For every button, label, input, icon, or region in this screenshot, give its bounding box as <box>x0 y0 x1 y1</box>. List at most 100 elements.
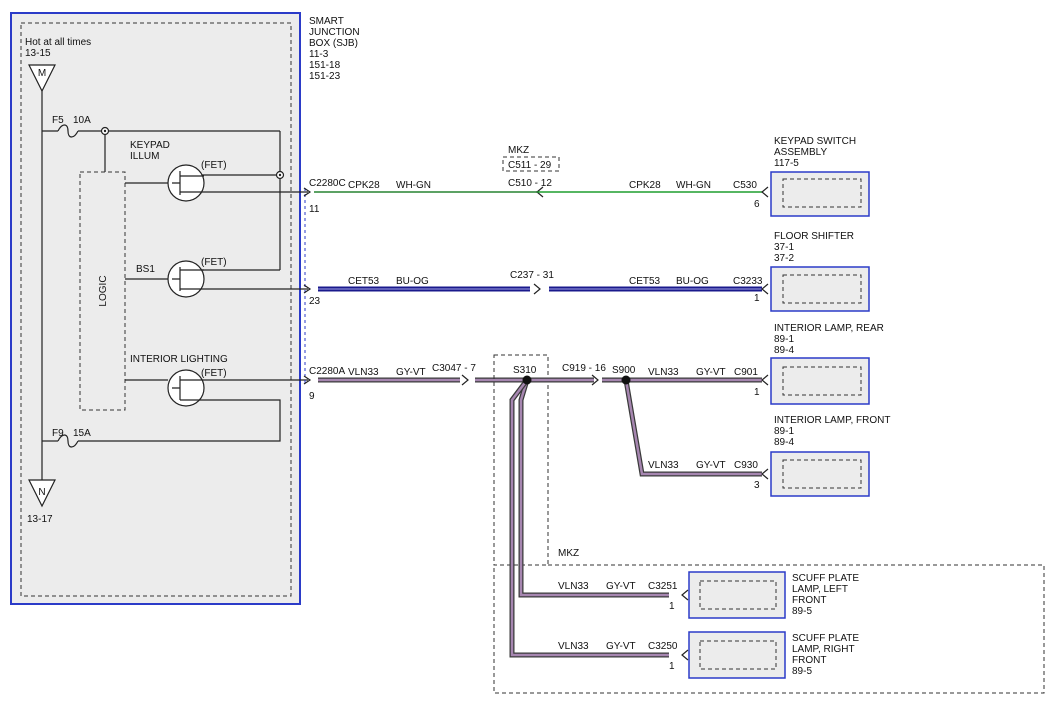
c1-arrow-left <box>303 187 312 197</box>
c1-pin-label: 11 <box>309 204 320 215</box>
c3-inline2-label: C919 - 16 <box>562 363 606 374</box>
rail-junction-node-dot <box>278 173 282 177</box>
c3-scuff-right-circuit: VLN33 <box>558 641 589 652</box>
c1-option-box <box>502 156 560 172</box>
c2-pin-label: 23 <box>309 296 321 307</box>
lamp-front-label-1: INTERIOR LAMP, FRONT <box>774 415 891 426</box>
scuff-right-label-3: FRONT <box>792 655 826 666</box>
c2-dest-arrow <box>761 283 769 295</box>
c2-inline-connector: C237 - 31 <box>510 270 554 281</box>
interior-lamp-rear: INTERIOR LAMP, REAR 89-1 89-4 <box>770 323 884 405</box>
scuff-left-label-3: FRONT <box>792 595 826 606</box>
scuff-plate-lamp-left: SCUFF PLATE LAMP, LEFT FRONT 89-5 <box>688 571 859 619</box>
circuit-cet53: 23 CET53 BU-OG C237 - 31 CET53 BU-OG C32… <box>303 270 769 307</box>
fet-label-keypad: (FET) <box>201 160 227 171</box>
interior-fet-source-wire <box>78 399 281 442</box>
floor-shifter-box <box>770 266 870 312</box>
lamp-front-box <box>770 451 870 497</box>
c3-scuff-left-circuit: VLN33 <box>558 581 589 592</box>
c3-inline1-label: C3047 - 7 <box>432 363 476 374</box>
floor-shifter-label-2: 37-1 <box>774 242 794 253</box>
lamp-front-label-3: 89-4 <box>774 437 794 448</box>
lamp-rear-label-3: 89-4 <box>774 345 794 356</box>
s900-splice-dot <box>621 375 631 385</box>
hot-at-all-times-label: Hot at all times <box>25 37 91 48</box>
c3-wire-scuff-right-inner <box>510 379 669 657</box>
c3-wire-scuff-right-outer <box>509 378 669 658</box>
c3-scuff-right-arrow <box>681 649 689 661</box>
sjb-title: SMART JUNCTION BOX (SJB) 11-3 151-18 151… <box>309 16 360 82</box>
interior-lighting-label: INTERIOR LIGHTING <box>130 354 228 365</box>
c2-circuit-label: CET53 <box>348 276 380 287</box>
fuse-f5-label: F5 <box>52 115 64 126</box>
c3-wire-scuff-left-inner <box>519 379 669 597</box>
scuff-right-label-4: 89-5 <box>792 666 812 677</box>
c3-wire-scuff-left-outer <box>518 379 669 598</box>
c3-scuff-right-connector: C3250 <box>648 641 678 652</box>
circuit-cpk28: C2280C 11 CPK28 WH-GN MKZ C511 - 29 C510… <box>303 145 769 215</box>
s310-label: S310 <box>513 365 537 376</box>
c1-option-connector: C511 - 29 <box>508 160 552 171</box>
c3-scuff-right-pin: 1 <box>669 661 675 672</box>
lamp-rear-label-2: 89-1 <box>774 334 794 345</box>
c1-color-right: WH-GN <box>676 180 711 191</box>
c2-color-right: BU-OG <box>676 276 709 287</box>
mkz-option-label: MKZ <box>558 548 579 559</box>
c2-arrow-left <box>303 284 312 294</box>
c3-front-color: GY-VT <box>696 460 726 471</box>
c2-dest-connector: C3233 <box>733 276 763 287</box>
scuff-left-label-2: LAMP, LEFT <box>792 584 848 595</box>
scuff-left-box <box>688 571 786 619</box>
sjb-title-line-4: 11-3 <box>309 49 329 60</box>
keypad-illum-label-1: KEYPAD <box>130 140 170 151</box>
c3-pin-label: 9 <box>309 391 315 402</box>
scuff-right-box <box>688 631 786 679</box>
scuff-plate-lamp-right: SCUFF PLATE LAMP, RIGHT FRONT 89-5 <box>688 631 859 679</box>
c3-circuit-label: VLN33 <box>348 367 379 378</box>
terminal-n-triangle <box>28 479 56 508</box>
scuff-right-label-2: LAMP, RIGHT <box>792 644 855 655</box>
c3-connector-label: C2280A <box>309 366 345 377</box>
c1-connector-label: C2280C <box>309 178 346 189</box>
sjb-title-line-6: 151-23 <box>309 71 341 82</box>
fuse-f5-node-dot <box>103 129 107 133</box>
c1-color-label: WH-GN <box>396 180 431 191</box>
c3-rear-arrow <box>761 374 769 386</box>
terminal-m-label: M <box>38 68 46 79</box>
keypad-switch-label-3: 117-5 <box>774 158 799 169</box>
terminal-n-ref: 13-17 <box>27 514 53 525</box>
sjb-title-line-3: BOX (SJB) <box>309 38 358 49</box>
c1-circuit-label: CPK28 <box>348 180 380 191</box>
interior-fet-channel <box>172 376 204 401</box>
terminal-n-label: N <box>38 487 45 498</box>
logic-block <box>79 171 126 411</box>
scuff-left-label-1: SCUFF PLATE <box>792 573 859 584</box>
c3-scuff-left-connector: C3251 <box>648 581 678 592</box>
terminal-m-triangle <box>28 64 56 93</box>
fuse-f9-label: F9 <box>52 428 64 439</box>
lamp-front-label-2: 89-1 <box>774 426 794 437</box>
floor-shifter-inner <box>782 274 862 304</box>
mkz-option-region <box>493 564 1045 694</box>
logic-label: LOGIC <box>98 275 109 306</box>
keypad-illum-label-2: ILLUM <box>130 151 159 162</box>
c3-arrow-left <box>303 375 312 385</box>
c3-scuff-left-color: GY-VT <box>606 581 636 592</box>
scuff-left-inner <box>699 580 777 610</box>
c3-scuff-left-pin: 1 <box>669 601 675 612</box>
keypad-fet-channel <box>172 171 204 195</box>
c2-circuit-right: CET53 <box>629 276 661 287</box>
c3-rear-color: GY-VT <box>696 367 726 378</box>
scuff-right-label-1: SCUFF PLATE <box>792 633 859 644</box>
c3-rear-circuit: VLN33 <box>648 367 679 378</box>
sjb-title-line-1: SMART <box>309 16 344 27</box>
c3-front-pin: 3 <box>754 480 760 491</box>
c1-circuit-right: CPK28 <box>629 180 661 191</box>
keypad-switch-label-1: KEYPAD SWITCH <box>774 136 856 147</box>
sjb-module-box <box>10 12 301 605</box>
bs1-label: BS1 <box>136 264 155 275</box>
keypad-switch-inner <box>782 178 862 208</box>
c1-dest-connector: C530 <box>733 180 757 191</box>
floor-shifter-label-1: FLOOR SHIFTER <box>774 231 854 242</box>
